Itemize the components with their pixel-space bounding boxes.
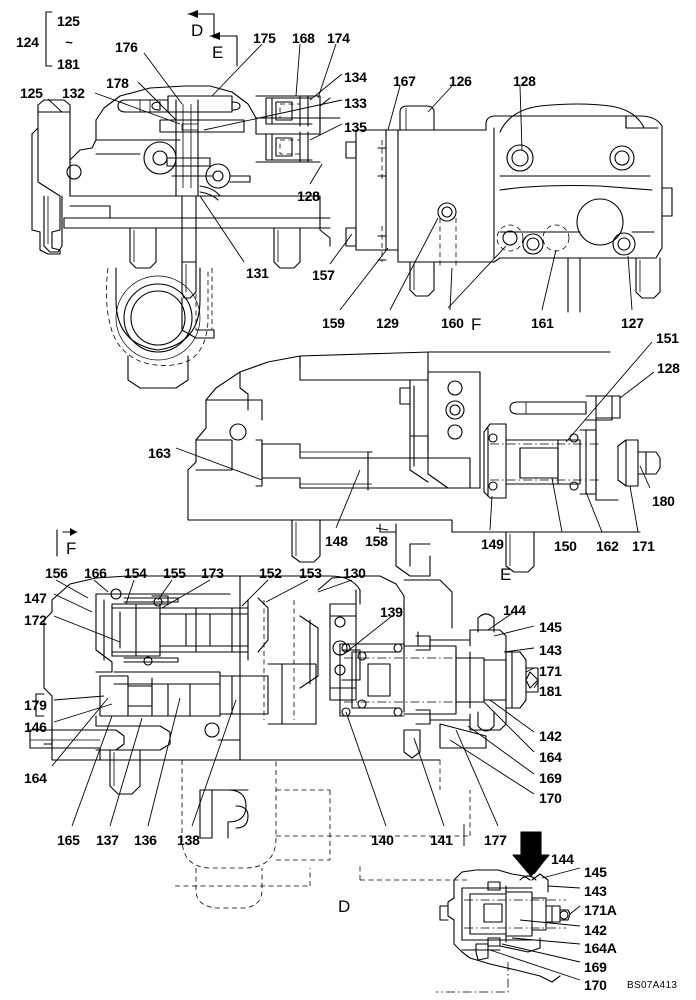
callout-170-detail: 170 <box>584 977 607 993</box>
callout-178: 178 <box>106 75 129 91</box>
callout-139: 139 <box>380 604 403 620</box>
view-bottom-regulator-section <box>29 575 539 795</box>
callout-149-middle: 149 <box>481 536 504 552</box>
callout-164a-detail: 164A <box>584 940 617 956</box>
callout-141: 141 <box>430 832 453 848</box>
callout-145-bottom: 145 <box>539 619 562 635</box>
callout-128-topleft: 128 <box>297 188 320 204</box>
callout-164-bottom: 164 <box>539 749 562 765</box>
callout-131: 131 <box>246 265 269 281</box>
view-top-right-valve-block <box>345 103 673 313</box>
callout-138: 138 <box>177 832 200 848</box>
phantom-pump-outline-bottom <box>181 760 471 909</box>
callout-173: 173 <box>201 565 224 581</box>
section-arrow-d-low <box>175 866 470 887</box>
callout-136: 136 <box>134 832 157 848</box>
callout-174: 174 <box>327 30 350 46</box>
callout-171-bottom: 171 <box>539 663 562 679</box>
callout-169-detail: 169 <box>584 959 607 975</box>
callout-130: 130 <box>343 565 366 581</box>
callout-155: 155 <box>163 565 186 581</box>
leader-lines <box>47 43 655 981</box>
callout-179: 179 <box>24 697 47 713</box>
callout-145-detail: 145 <box>584 864 607 880</box>
callout-157: 157 <box>312 267 335 283</box>
callout-177: 177 <box>484 832 507 848</box>
callout-160: 160 <box>441 315 464 331</box>
callout-134: 134 <box>344 69 367 85</box>
callout-152: 152 <box>259 565 282 581</box>
callout-147: 147 <box>24 590 47 606</box>
detail-inset-regulator <box>436 869 571 993</box>
section-marker-e-top: E <box>212 43 224 62</box>
view-top-left-pump-assembly <box>31 85 341 389</box>
callout-144-detail: 144 <box>551 851 574 867</box>
group-range-bottom-181: 181 <box>57 56 80 72</box>
callout-148: 148 <box>325 533 348 549</box>
callout-143-bottom: 143 <box>539 642 562 658</box>
callout-153: 153 <box>299 565 322 581</box>
callout-135: 135 <box>344 119 367 135</box>
callout-143-detail: 143 <box>584 883 607 899</box>
callout-129: 129 <box>376 315 399 331</box>
group-range-top-125: 125 <box>57 13 80 29</box>
callout-168: 168 <box>292 30 315 46</box>
callout-172: 172 <box>24 612 47 628</box>
section-marker-f-low: F <box>66 539 77 558</box>
callout-142-bottom: 142 <box>539 728 562 744</box>
section-arrow-d-top <box>187 10 215 39</box>
callout-125-left: 125 <box>20 85 43 101</box>
section-marker-e-mid: E <box>500 565 512 584</box>
section-marker-d-low: D <box>338 897 351 916</box>
callout-150: 150 <box>554 538 577 554</box>
callout-169-bottom: 169 <box>539 770 562 786</box>
callout-146: 146 <box>24 719 47 735</box>
callout-180: 180 <box>652 493 675 509</box>
section-arrow-e-top <box>209 32 238 67</box>
group-number-124: 124 <box>16 34 39 50</box>
callout-163: 163 <box>148 445 171 461</box>
callout-156: 156 <box>45 565 68 581</box>
callout-142-detail: 142 <box>584 922 607 938</box>
section-arrow-f-low <box>56 528 78 557</box>
callout-133: 133 <box>344 95 367 111</box>
callout-126: 126 <box>449 73 472 89</box>
callout-175: 175 <box>253 30 276 46</box>
callout-176: 176 <box>115 39 138 55</box>
callout-181-bottom: 181 <box>539 683 562 699</box>
figure-id: BS07A413 <box>627 980 678 991</box>
callout-164-left: 164 <box>24 770 47 786</box>
callout-171a-detail: 171A <box>584 902 617 918</box>
callout-128-middle: 128 <box>657 360 680 376</box>
callout-154: 154 <box>124 565 147 581</box>
detail-view-arrow <box>512 831 550 877</box>
callout-158: 158 <box>365 533 388 549</box>
callout-128-topright: 128 <box>513 73 536 89</box>
section-marker-d-top: D <box>191 21 204 40</box>
callout-162: 162 <box>596 538 619 554</box>
section-marker-f-mid: F <box>471 315 482 334</box>
callout-170-bottom: 170 <box>539 790 562 806</box>
view-middle-pump-regulator <box>187 351 661 577</box>
group-range-separator: ~ <box>65 35 73 50</box>
callout-144-bottom: 144 <box>503 602 526 618</box>
callout-161: 161 <box>531 315 554 331</box>
callout-167: 167 <box>393 73 416 89</box>
group-range-bracket <box>45 11 53 67</box>
callout-132: 132 <box>62 85 85 101</box>
callout-166: 166 <box>84 565 107 581</box>
callout-137: 137 <box>96 832 119 848</box>
callout-165: 165 <box>57 832 80 848</box>
callout-140: 140 <box>371 832 394 848</box>
callout-171-middle: 171 <box>632 538 655 554</box>
callout-159: 159 <box>322 315 345 331</box>
callout-127: 127 <box>621 315 644 331</box>
callout-151: 151 <box>656 330 679 346</box>
